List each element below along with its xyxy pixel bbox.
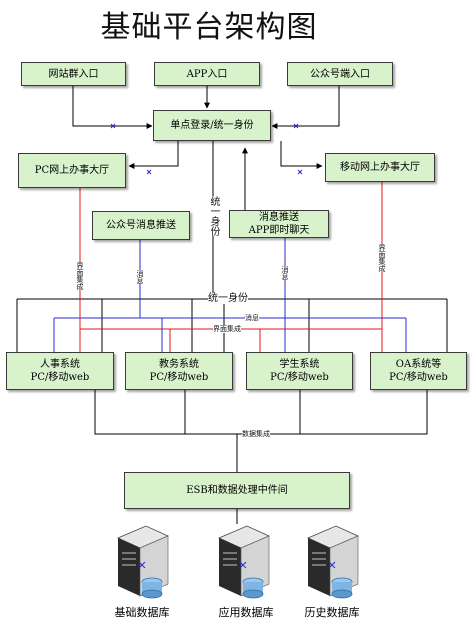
message-bus-label: 消息: [245, 314, 259, 322]
mobile-hall-box: 移动网上办事大厅: [325, 153, 435, 182]
wechat-entry-box: 公众号端入口: [287, 62, 393, 86]
message-push-box: 消息推送 APP即时聊天: [229, 210, 329, 238]
wechat-message-label: 消息: [136, 270, 144, 284]
server-icon: [117, 525, 169, 599]
server-icon: [218, 525, 270, 599]
unified-identity-vertical-label: 统一身份: [208, 196, 219, 236]
mobile-hall-label: 移动网上办事大厅: [340, 162, 420, 173]
app-entry-label: APP入口: [186, 68, 228, 80]
data-integration-label: 数据集成: [242, 430, 270, 438]
system-sub: PC/移动web: [149, 372, 209, 383]
portal-entry-label: 网站群入口: [48, 68, 99, 80]
sso-box: 单点登录/统一身份: [153, 110, 271, 141]
system-name: 人事系统: [40, 359, 80, 370]
ui-integration-bus-label: 界面集成: [213, 325, 241, 333]
cross-markers: [110, 123, 303, 175]
system-box-hr: 人事系统 PC/移动web: [6, 352, 114, 390]
system-box-oa: OA系统等 PC/移动web: [370, 352, 467, 390]
db-label-application: 应用数据库: [218, 606, 274, 619]
system-name: 学生系统: [279, 359, 320, 370]
hall-connectors: [128, 141, 323, 210]
pc-ui-integration-label: 界面集成: [76, 262, 84, 290]
entry-connectors: [72, 86, 340, 129]
pc-hall-box: PC网上办事大厅: [18, 153, 126, 188]
esb-box: ESB和数据处理中件间: [124, 472, 350, 509]
system-sub: PC/移动web: [389, 372, 448, 383]
portal-entry-box: 网站群入口: [21, 62, 126, 86]
esb-label: ESB和数据处理中件间: [186, 485, 288, 496]
system-box-student: 学生系统 PC/移动web: [246, 352, 353, 390]
system-name: 教务系统: [159, 359, 199, 370]
app-entry-box: APP入口: [154, 62, 260, 86]
message-push-line1: 消息推送: [259, 212, 299, 223]
page-title: 基础平台架构图: [100, 10, 318, 45]
wechat-push-label: 公众号消息推送: [106, 220, 176, 231]
server-icon: [307, 525, 359, 599]
system-sub: PC/移动web: [30, 372, 90, 383]
system-sub: PC/移动web: [270, 372, 329, 383]
wechat-push-box: 公众号消息推送: [92, 211, 190, 240]
db-label-basic: 基础数据库: [114, 606, 170, 619]
unified-identity-horizontal-label: 统一身份: [208, 293, 248, 304]
pc-hall-label: PC网上办事大厅: [34, 165, 110, 176]
message-push-line2: APP即时聊天: [248, 225, 310, 236]
db-label-history: 历史数据库: [304, 606, 360, 619]
wechat-entry-label: 公众号端入口: [310, 68, 370, 80]
sso-label: 单点登录/统一身份: [170, 120, 254, 131]
mobile-ui-integration-label: 界面集成: [378, 244, 386, 272]
system-box-academic: 教务系统 PC/移动web: [125, 352, 233, 390]
app-message-label: 消息: [281, 266, 289, 280]
system-name: OA系统等: [395, 359, 442, 370]
